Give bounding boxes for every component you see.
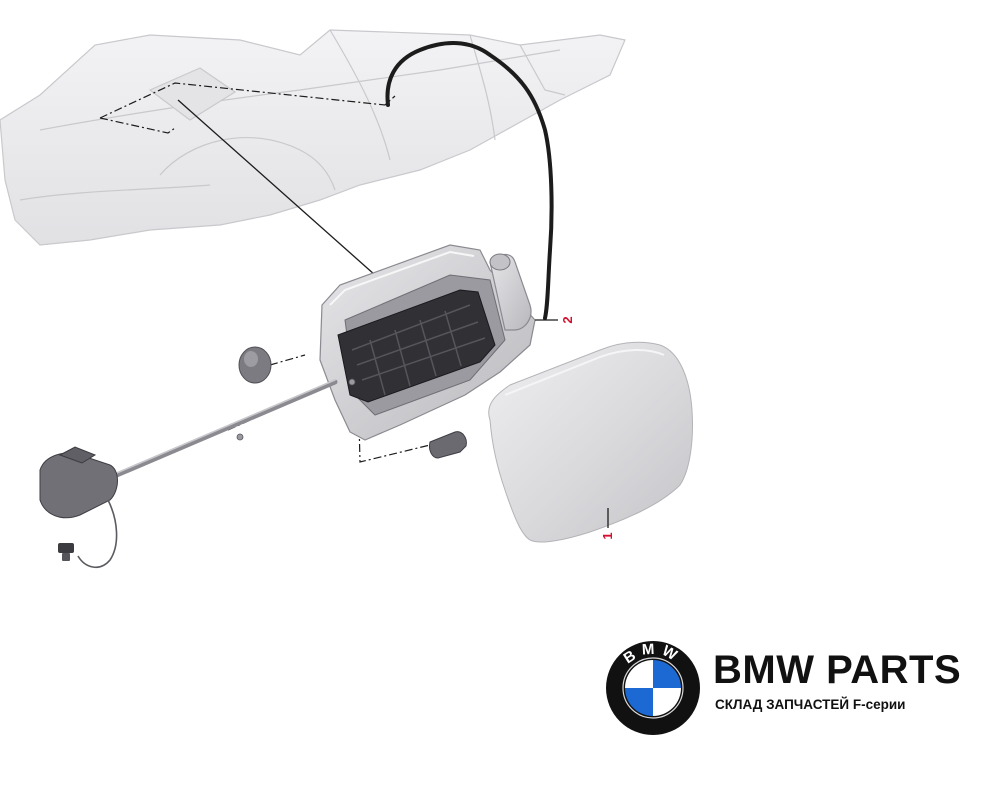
drain-hose — [385, 41, 554, 320]
frame-outer — [337, 289, 496, 403]
housing-rim-highlight — [329, 250, 475, 306]
housing-hinge-knob — [489, 253, 511, 271]
body-wheel-arch — [159, 137, 336, 191]
actuator-assembly — [39, 379, 338, 568]
actuator-wire — [77, 499, 118, 568]
brand-block: BMW BMW PARTS СКЛАД ЗАПЧАСТЕЙ F-серии — [605, 640, 985, 740]
body-crease-lower — [19, 184, 211, 201]
roundel-quadrant-white-tl — [625, 660, 653, 688]
roundel-quadrant-blue-tr — [653, 660, 681, 688]
leader-line-housing — [177, 99, 376, 276]
pin-small-1 — [236, 433, 244, 441]
roundel-quadrant-blue-bl — [625, 688, 653, 716]
actuator-cap — [58, 446, 97, 464]
callout-part-2: 2 — [535, 316, 575, 324]
actuator-rod-highlight — [104, 379, 336, 479]
roundel-inner-edge — [622, 657, 684, 719]
brand-title: BMW PARTS — [713, 648, 962, 692]
fuel-filler-housing — [319, 244, 536, 441]
pin-small-2 — [348, 378, 356, 386]
guide-body-outline — [99, 82, 396, 119]
grommet-highlight — [244, 351, 258, 367]
frame-grid — [351, 304, 486, 396]
callout-part-2-label: 2 — [560, 316, 575, 323]
guide-grommet — [269, 354, 306, 366]
body-filler-opening — [148, 67, 237, 121]
car-body-section — [0, 29, 626, 246]
guide-body-outline-lower — [99, 117, 176, 134]
actuator-connector — [58, 543, 74, 561]
body-panel — [0, 29, 626, 246]
actuator-body — [39, 452, 118, 519]
flap-edge-highlight — [504, 348, 665, 396]
callout-part-1-label: 1 — [600, 532, 615, 539]
callout-part-1: 1 — [600, 508, 615, 540]
roundel-quadrant-white-br — [653, 688, 681, 716]
housing-locking-frame — [337, 289, 496, 403]
bmw-roundel-icon: BMW — [606, 641, 700, 735]
brand-subtitle: СКЛАД ЗАПЧАСТЕЙ F-серии — [715, 697, 906, 712]
actuator-rod — [102, 379, 338, 483]
pin-clip — [429, 431, 467, 459]
body-rib-1 — [329, 29, 391, 161]
body-rib-3 — [519, 44, 566, 96]
pin-clip-body — [429, 431, 467, 459]
fuel-filler-flap — [488, 341, 693, 543]
grommet — [238, 346, 272, 384]
